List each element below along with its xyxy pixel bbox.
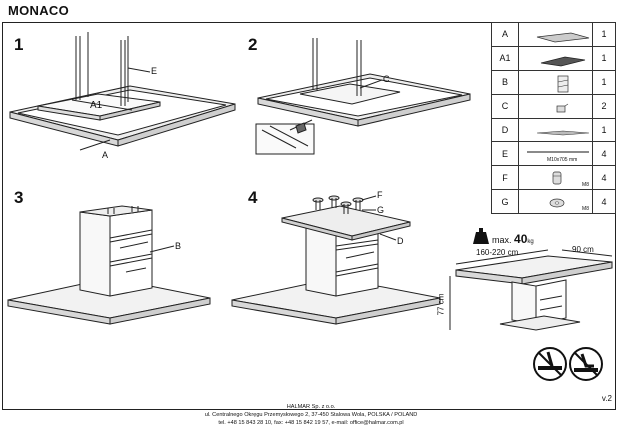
weight-unit: kg [527, 239, 534, 245]
callout-step4-g: G [377, 205, 385, 215]
instruction-frame [2, 22, 616, 410]
parts-row: G M8 4 [491, 189, 616, 214]
part-b-picture [518, 69, 593, 95]
parts-table: A 1 A1 1 B [491, 22, 616, 214]
part-code: G [491, 189, 519, 214]
part-a-picture [518, 22, 593, 47]
bracket-icon [556, 103, 569, 112]
weight-limit: max. 40kg [492, 232, 534, 246]
part-a1-picture [518, 45, 593, 71]
document-title: MONACO [8, 3, 70, 18]
parts-row: A1 1 [491, 45, 616, 71]
callout-step1-a: A [102, 150, 109, 160]
part-qty: 1 [592, 22, 616, 47]
part-c-picture [518, 93, 593, 119]
step-2-number: 2 [248, 35, 258, 54]
parts-row: B 1 [491, 69, 616, 95]
weight-value: 40 [514, 232, 528, 246]
part-qty: 4 [592, 189, 616, 214]
part-note: M8 [582, 182, 589, 189]
step-4-number: 4 [248, 188, 258, 207]
part-code: E [491, 141, 519, 167]
callout-step4-d: D [397, 236, 404, 246]
plate-icon [536, 130, 590, 135]
part-qty: 2 [592, 93, 616, 119]
parts-row: A 1 [491, 22, 616, 47]
no-standing-on-table-icon [533, 347, 567, 381]
extension-leaf-icon [540, 56, 586, 67]
threaded-rod-icon [527, 151, 589, 153]
no-sitting-on-table-icon [569, 347, 603, 381]
part-note: M10x705 mm [547, 157, 578, 164]
step-1-number: 1 [14, 35, 24, 54]
callout-step2-c: C [383, 74, 390, 84]
version-label: v.2 [601, 394, 612, 403]
footer-contact: tel. +48 15 843 28 10, fax: +48 15 842 1… [218, 420, 404, 426]
step-3-number: 3 [14, 188, 24, 207]
nut-icon [552, 171, 562, 185]
washer-icon [549, 198, 565, 208]
parts-row: C 2 [491, 93, 616, 119]
dimension-length: 160-220 cm [476, 248, 519, 257]
part-qty: 1 [592, 69, 616, 95]
callout-step1-e: E [151, 66, 158, 76]
dimension-width: 90 cm [572, 245, 594, 254]
footer: HALMAR Sp. z o.o. ul. Centralnego Okręgu… [0, 403, 622, 427]
part-qty: 1 [592, 45, 616, 71]
part-note: M8 [582, 206, 589, 212]
part-qty: 1 [592, 117, 616, 143]
part-code: A1 [491, 45, 519, 71]
part-code: B [491, 69, 519, 95]
pedestal-icon [557, 75, 569, 93]
weight-prefix: max. [492, 235, 512, 245]
part-code: A [491, 22, 519, 47]
part-code: C [491, 93, 519, 119]
tabletop-icon [536, 32, 590, 43]
footer-company: HALMAR Sp. z o.o. [286, 404, 336, 410]
part-g-picture: M8 [518, 189, 593, 214]
callout-step3-b: B [175, 241, 182, 251]
footer-address: ul. Centralnego Okręgu Przemysłowego 2, … [204, 412, 418, 418]
callout-step1-a1: A1 [90, 100, 103, 111]
parts-row: E M10x705 mm 4 [491, 141, 616, 167]
callout-step4-f: F [377, 190, 383, 200]
part-e-picture: M10x705 mm [518, 141, 593, 167]
